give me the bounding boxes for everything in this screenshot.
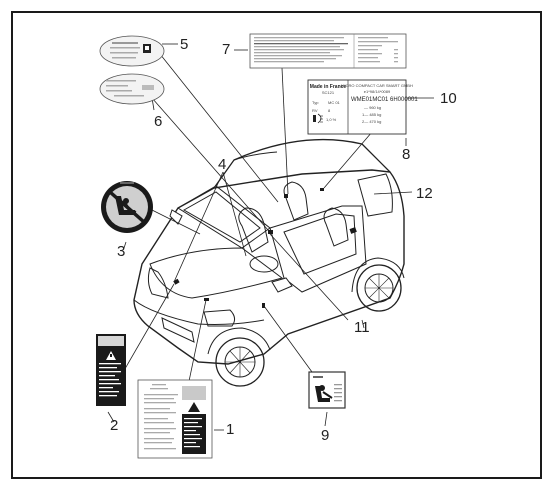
callout-numbers: 1 2 3 4 5 6 7 8 9 10 11 12 — [110, 36, 457, 444]
callout-9: 9 — [321, 427, 329, 444]
callout-4: 4 — [218, 156, 226, 173]
label-2-warning-label — [96, 334, 126, 406]
callout-1: 1 — [226, 421, 234, 438]
callout-5: 5 — [180, 36, 188, 53]
callout-11: 11 — [354, 319, 370, 336]
car-label-marks — [173, 188, 357, 308]
plate-rev-key: RV — [312, 108, 318, 113]
plate-typ-key: Typ — [312, 100, 319, 105]
plate-maker: MICRO COMPACT CAR SMART GMBH — [341, 83, 413, 88]
headlight-icon — [313, 113, 323, 124]
label-5-sticker — [99, 35, 165, 67]
plate-brand-line1: Made in France — [310, 84, 347, 90]
plate-rev-value: 8 — [328, 108, 331, 113]
plate-weight-1: — 960 kg — [364, 105, 381, 110]
plate-maker-code: e1*98/14*0089 — [364, 89, 391, 94]
callout-7: 7 — [222, 41, 230, 58]
plate-vin: WME01MC01 6H000001 — [351, 97, 418, 103]
callout-12: 12 — [416, 185, 433, 202]
plate-weight-3: 2— 470 kg — [362, 119, 381, 124]
callout-3: 3 — [117, 243, 125, 260]
label-7-sticker — [249, 33, 407, 69]
plate-brand-line2: SC121 — [322, 90, 335, 95]
label-3-airbag-warning — [101, 181, 153, 233]
plate-typ-value: MC 01 — [328, 100, 341, 105]
label-10-type-plate: Made in France SC121 Typ MC 01 RV 8 1,0 … — [307, 79, 418, 135]
diagram-frame: Made in France SC121 Typ MC 01 RV 8 1,0 … — [11, 11, 542, 479]
car-illustration — [133, 138, 405, 387]
label-location-diagram: Made in France SC121 Typ MC 01 RV 8 1,0 … — [96, 33, 457, 459]
callout-2: 2 — [110, 417, 118, 434]
callout-6: 6 — [154, 113, 162, 130]
callout-8: 8 — [402, 146, 410, 163]
label-6-sticker — [99, 73, 165, 105]
label-1-multilingual-label — [137, 379, 213, 459]
callout-10: 10 — [440, 90, 457, 107]
seatbelt-icon — [315, 385, 333, 402]
label-9-symbol-label — [308, 371, 346, 409]
plate-weight-2: 1— 485 kg — [362, 112, 381, 117]
leader-lines — [107, 43, 434, 431]
plate-percent: 1,0 % — [326, 117, 337, 122]
